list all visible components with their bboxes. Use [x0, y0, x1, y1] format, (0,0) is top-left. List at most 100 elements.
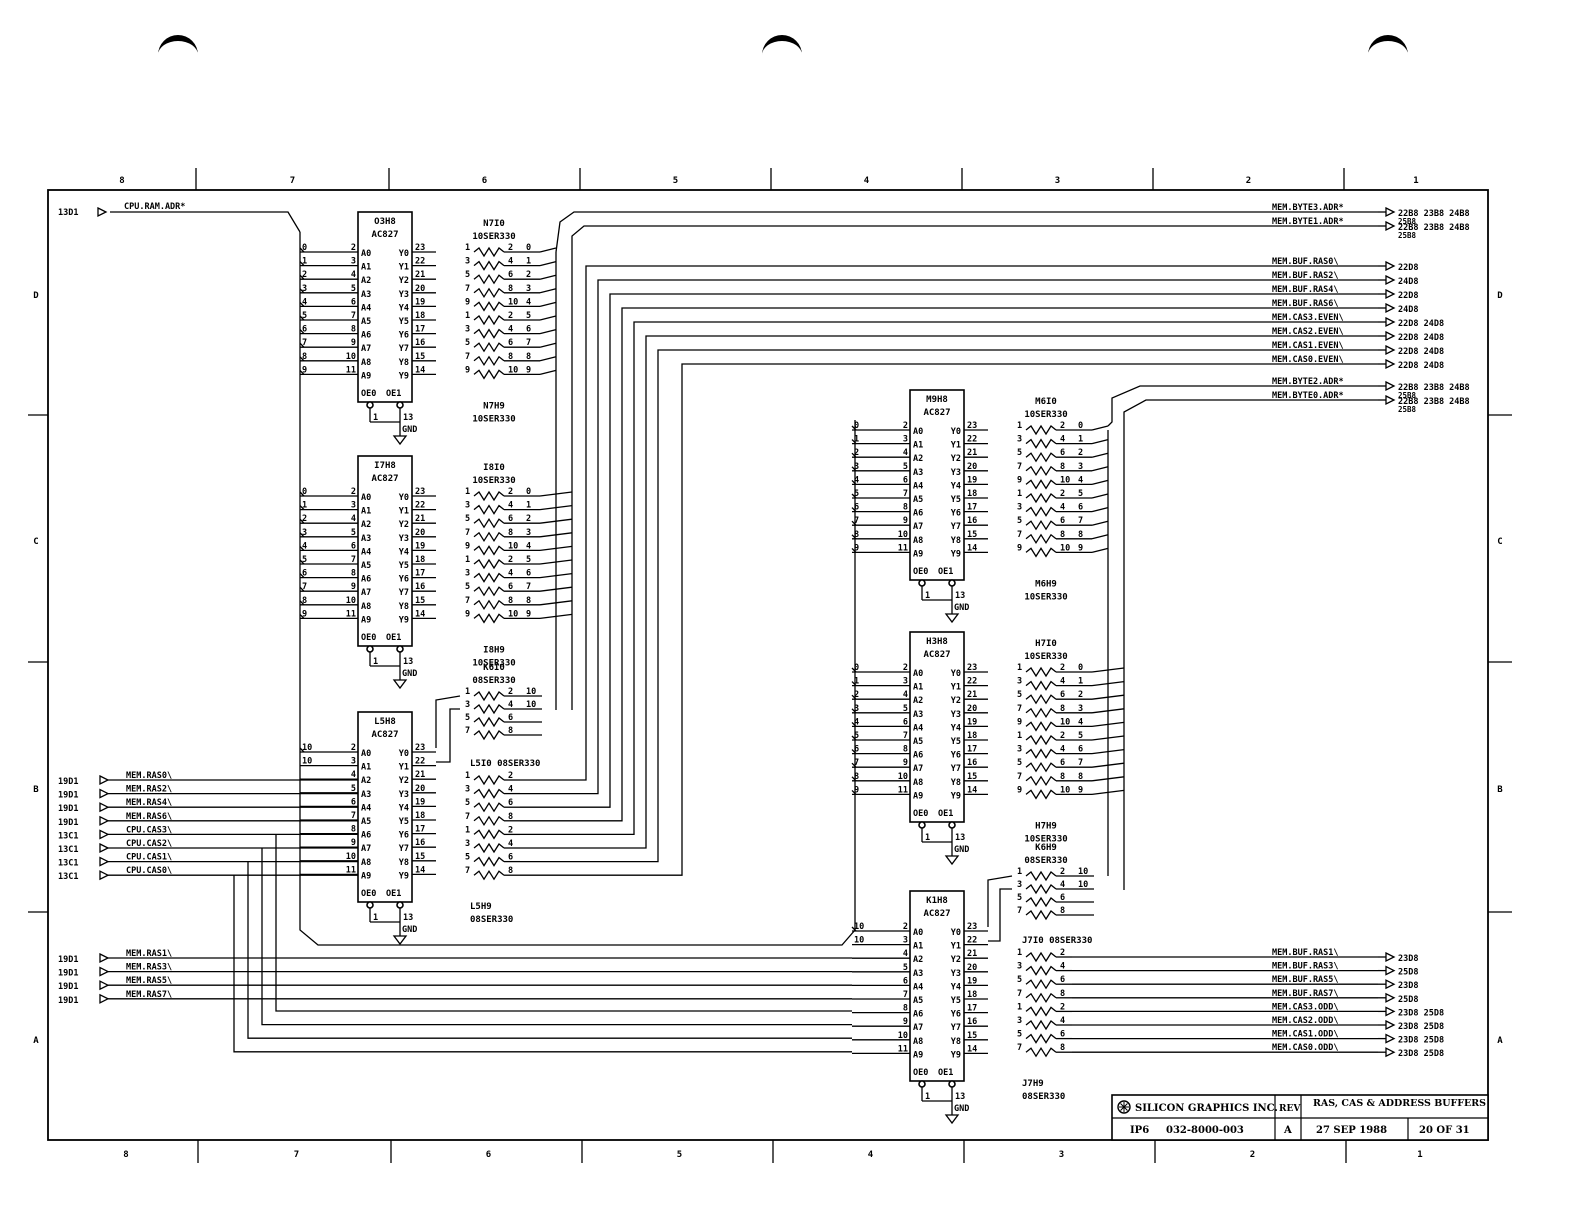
rpack-pin-right: 8 [1060, 462, 1065, 472]
output-refs: 23D8 [1398, 954, 1418, 964]
pin-y-label: Y1 [399, 263, 409, 273]
resistor-zigzag [1025, 978, 1057, 990]
port-arrow-icon [1385, 220, 1396, 232]
resistor-zigzag [1025, 666, 1057, 678]
oe-bubble [396, 645, 404, 653]
pin-y-number: 18 [415, 555, 425, 565]
output-label: MEM.CAS1.EVEN\ [1272, 341, 1344, 351]
output-label: MEM.BYTE2.ADR* [1272, 377, 1344, 387]
pin-y-label: Y8 [399, 358, 409, 368]
resistor-zigzag [1025, 519, 1057, 531]
resistor-zigzag [473, 869, 505, 881]
output-bus [1123, 399, 1378, 672]
oe-pin-number: 13 [955, 1092, 965, 1102]
rpack-pin-left: 3 [465, 257, 470, 267]
pin-a-number: 10 [346, 352, 356, 362]
rpack-pin-left: 3 [465, 569, 470, 579]
pin-a-number: 2 [351, 743, 356, 753]
input-label: CPU.CAS0\ [126, 866, 172, 876]
port-arrow-icon [99, 842, 110, 854]
ground-icon [392, 679, 408, 690]
rpack-out-bit: 7 [526, 338, 531, 348]
output-label: MEM.CAS2.EVEN\ [1272, 327, 1344, 337]
zone-column-bottom: 3 [1059, 1150, 1064, 1160]
pin-a-label: A9 [913, 1050, 923, 1060]
port-arrow-icon [1385, 206, 1396, 218]
resistor-zigzag [1025, 547, 1057, 558]
pin-a-number: 10 [898, 772, 908, 782]
rpack-pin-left: 7 [1017, 530, 1022, 540]
pin-a-label: A2 [361, 776, 371, 786]
pin-y-number: 18 [415, 811, 425, 821]
input-label: MEM.RAS4\ [126, 798, 172, 808]
output-refs-more: 25B8 [1398, 405, 1417, 414]
output-label: MEM.BYTE0.ADR* [1272, 391, 1344, 401]
pin-y-number: 21 [415, 770, 425, 780]
pin-a-label: A3 [361, 534, 371, 544]
rpack-pin-right: 2 [508, 771, 513, 781]
bus-entry [1091, 493, 1109, 499]
pin-a-label: A9 [361, 871, 371, 881]
pin-y-label: Y9 [951, 549, 961, 559]
pin-y-number: 22 [415, 757, 425, 767]
rpack-pin-left: 3 [465, 700, 470, 710]
zone-column-top: 2 [1246, 176, 1251, 186]
pin-a-label: A5 [361, 317, 371, 327]
bus-entry [1091, 466, 1109, 472]
rpack-pin-right: 6 [1060, 690, 1065, 700]
oe0-label: OE0 [913, 1068, 928, 1078]
rpack-out-bit: 5 [526, 311, 531, 321]
input-label: MEM.RAS0\ [126, 771, 172, 781]
resistor-zigzag [473, 328, 505, 339]
pin-a-label: A1 [361, 763, 371, 773]
port-arrow-icon [1385, 344, 1396, 356]
rpack-pin-right: 10 [508, 609, 518, 619]
bus-entry [851, 708, 857, 714]
pin-y-label: Y9 [951, 1050, 961, 1060]
bus-entry [1091, 506, 1109, 513]
rpack-out-bit: 4 [526, 541, 531, 551]
pin-y-label: Y7 [951, 764, 961, 774]
pin-y-label: Y2 [399, 520, 409, 530]
pin-y-number: 17 [415, 325, 425, 335]
pin-y-number: 21 [967, 690, 977, 700]
zone-column-bottom: 8 [123, 1150, 128, 1160]
port-arrow-icon [1385, 260, 1396, 272]
pin-a-label: A7 [913, 764, 923, 774]
pin-y-number: 14 [415, 609, 425, 619]
oe-pin-number: 13 [955, 833, 965, 843]
resistor-zigzag [473, 558, 505, 570]
oe-pin-number: 1 [373, 657, 378, 667]
doc-number: 032-8000-003 [1166, 1125, 1244, 1136]
output-refs: 22B8 23B8 24B8 [1398, 383, 1470, 393]
input-bit: 8 [854, 530, 859, 540]
output-port: MEM.CAS1.EVEN\22D8 24D8 [1272, 341, 1444, 357]
input-bit: 4 [302, 541, 307, 551]
rpack-pin-left: 3 [1017, 677, 1022, 687]
output-refs: 23D8 [1398, 981, 1418, 991]
pin-y-label: Y1 [951, 441, 961, 451]
rpack-pin-left: 1 [1017, 731, 1022, 741]
input-bit: 3 [302, 284, 307, 294]
pin-a-number: 3 [351, 757, 356, 767]
pin-y-label: Y0 [951, 928, 961, 938]
bus-entry [299, 559, 305, 565]
oe1-label: OE1 [386, 889, 401, 899]
pin-y-label: Y8 [399, 602, 409, 612]
output-label: MEM.CAS2.ODD\ [1272, 1016, 1339, 1026]
zone-column-top: 3 [1055, 176, 1060, 186]
resistor-zigzag [1025, 424, 1057, 436]
input-ref: 19D1 [58, 791, 78, 801]
rpack-out-bit: 10 [526, 700, 536, 710]
rev-value: A [1283, 1125, 1292, 1136]
zone-column-bottom: 7 [294, 1150, 299, 1160]
input-ref: 19D1 [58, 955, 78, 965]
output-port: MEM.BUF.RAS6\24D8 [1272, 299, 1418, 315]
rpack-out-bit: 5 [1078, 731, 1083, 741]
